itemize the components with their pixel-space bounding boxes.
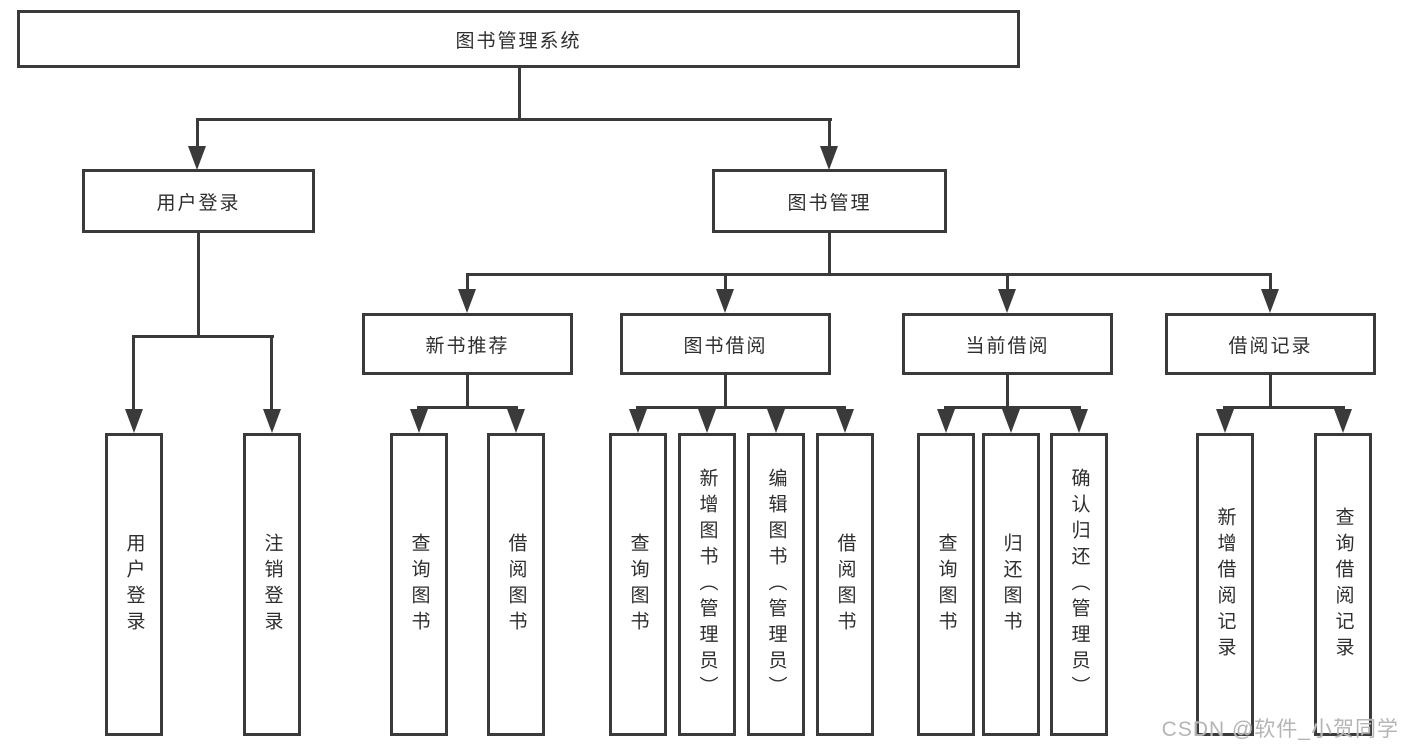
connector-line <box>466 273 1272 276</box>
connector-line <box>196 118 832 121</box>
connector-line <box>1223 406 1345 409</box>
connector-line <box>132 335 135 411</box>
connector-line <box>944 406 1081 409</box>
connector-line <box>724 273 727 291</box>
arrow-down-icon <box>698 409 716 433</box>
node-label: 新书推荐 <box>425 335 510 357</box>
node-user-login: 用户登录 <box>82 169 315 233</box>
arrow-down-icon <box>410 409 428 433</box>
leaf-label: 借阅图书 <box>834 532 856 637</box>
leaf-label: 查询图书 <box>627 532 649 637</box>
node-label: 图书借阅 <box>683 335 768 357</box>
leaf-label: 注销登录 <box>261 532 283 637</box>
connector-line <box>828 118 831 148</box>
arrow-down-icon <box>767 409 785 433</box>
connector-line <box>466 375 469 408</box>
leaf-label: 查询图书 <box>935 532 957 637</box>
leaf-label: 编辑图书（管理员） <box>765 467 787 702</box>
arrow-down-icon <box>836 409 854 433</box>
leaf-query-books-borrowing: 查询图书 <box>609 433 667 736</box>
leaf-confirm-return-admin: 确认归还（管理员） <box>1050 433 1108 736</box>
leaf-edit-books-admin: 编辑图书（管理员） <box>747 433 805 736</box>
connector-line <box>466 273 469 291</box>
arrow-down-icon <box>1070 409 1088 433</box>
watermark: CSDN @软件_小贺同学 <box>1161 718 1399 741</box>
leaf-label: 查询图书 <box>408 532 430 637</box>
connector-line <box>828 233 831 275</box>
node-new-book-recommend: 新书推荐 <box>362 313 573 375</box>
leaf-label: 借阅图书 <box>505 532 527 637</box>
arrow-down-icon <box>1002 409 1020 433</box>
node-label: 用户登录 <box>156 192 241 214</box>
leaf-return-books: 归还图书 <box>982 433 1040 736</box>
arrow-down-icon <box>458 289 476 313</box>
leaf-user-login: 用户登录 <box>105 433 163 736</box>
node-book-management: 图书管理 <box>712 169 947 233</box>
arrow-down-icon <box>125 409 143 433</box>
connector-line <box>1269 273 1272 291</box>
node-label: 图书管理 <box>787 192 872 214</box>
arrow-down-icon <box>1216 409 1234 433</box>
arrow-down-icon <box>507 409 525 433</box>
leaf-label: 查询借阅记录 <box>1332 506 1354 663</box>
arrow-down-icon <box>1334 409 1352 433</box>
arrow-down-icon <box>998 289 1016 313</box>
node-borrowing-records: 借阅记录 <box>1165 313 1376 375</box>
node-current-borrowing: 当前借阅 <box>902 313 1113 375</box>
arrow-down-icon <box>263 409 281 433</box>
leaf-label: 用户登录 <box>123 532 145 637</box>
arrow-down-icon <box>188 146 206 170</box>
connector-line <box>417 406 518 409</box>
leaf-logout: 注销登录 <box>243 433 301 736</box>
leaf-label: 新增图书（管理员） <box>696 467 718 702</box>
connector-line <box>132 335 274 338</box>
connector-line <box>636 406 846 409</box>
leaf-query-books-current: 查询图书 <box>917 433 975 736</box>
arrow-down-icon <box>820 146 838 170</box>
arrow-down-icon <box>629 409 647 433</box>
connector-line <box>1006 375 1009 408</box>
connector-line <box>518 68 521 120</box>
leaf-add-borrow-record: 新增借阅记录 <box>1196 433 1254 736</box>
connector-line <box>196 118 199 148</box>
node-label: 图书管理系统 <box>455 30 582 52</box>
leaf-borrow-books: 借阅图书 <box>816 433 874 736</box>
leaf-query-books-recommend: 查询图书 <box>390 433 448 736</box>
leaf-query-borrow-record: 查询借阅记录 <box>1314 433 1372 736</box>
arrow-down-icon <box>937 409 955 433</box>
connector-line <box>1269 375 1272 408</box>
arrow-down-icon <box>1261 289 1279 313</box>
node-label: 借阅记录 <box>1228 335 1313 357</box>
connector-line <box>724 375 727 408</box>
node-label: 当前借阅 <box>965 335 1050 357</box>
leaf-add-books-admin: 新增图书（管理员） <box>678 433 736 736</box>
leaf-borrow-books-recommend: 借阅图书 <box>487 433 545 736</box>
node-root-library-system: 图书管理系统 <box>17 10 1020 68</box>
connector-line <box>1006 273 1009 291</box>
leaf-label: 确认归还（管理员） <box>1068 467 1090 702</box>
connector-line <box>270 335 273 411</box>
leaf-label: 新增借阅记录 <box>1214 506 1236 663</box>
node-book-borrowing: 图书借阅 <box>620 313 831 375</box>
arrow-down-icon <box>716 289 734 313</box>
connector-line <box>197 233 200 337</box>
leaf-label: 归还图书 <box>1000 532 1022 637</box>
